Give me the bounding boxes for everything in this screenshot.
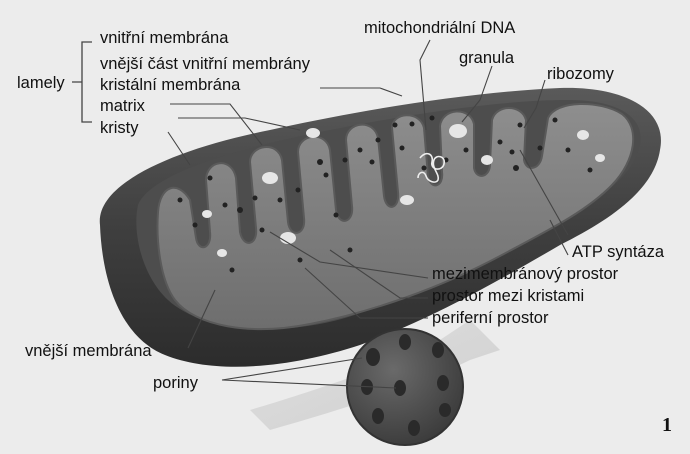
label-vnejsi-cast-vnitrni-membrany: vnější část vnitřní membrány (100, 56, 310, 73)
label-matrix: matrix (100, 98, 145, 115)
label-mezimembranovy-prostor: mezimembránový prostor (432, 266, 618, 283)
label-atp-syntaza: ATP syntáza (572, 244, 664, 261)
label-kristalni-membrana: kristální membrána (100, 77, 240, 94)
label-poriny: poriny (153, 375, 198, 392)
label-prostor-mezi-kristami: prostor mezi kristami (432, 288, 584, 305)
figure-number: 1 (662, 414, 672, 437)
label-lamely: lamely (17, 75, 65, 92)
lamely-bracket (72, 42, 92, 122)
label-vnitrni-membrana: vnitřní membrána (100, 30, 228, 47)
label-vnejsi-membrana: vnější membrána (25, 343, 152, 360)
label-ribozomy: ribozomy (547, 66, 614, 83)
label-mitochondrialni-dna: mitochondriální DNA (364, 20, 515, 37)
label-granula: granula (459, 50, 514, 67)
label-periferni-prostor: periferní prostor (432, 310, 548, 327)
label-kristy: kristy (100, 120, 139, 137)
